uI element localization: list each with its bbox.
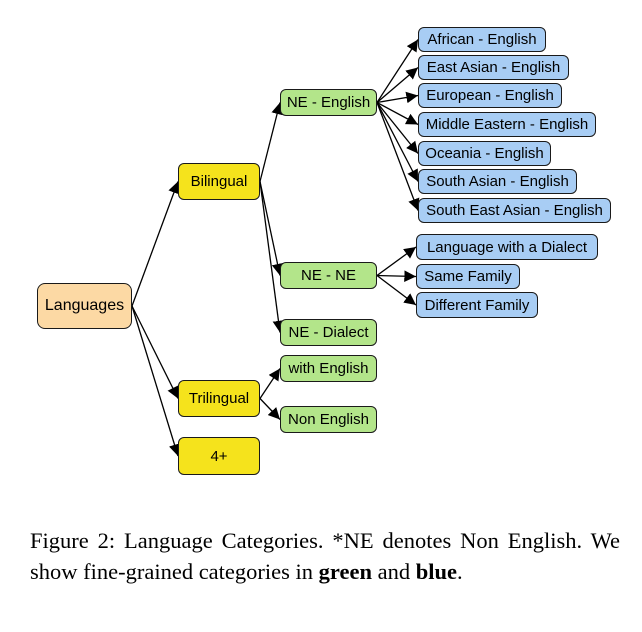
node-european-english: European - English: [418, 83, 562, 108]
caption-text: Figure 2: Language Categories. *NE denot…: [30, 527, 620, 584]
node-languages: Languages: [37, 283, 132, 329]
edge-arrow: [376, 102, 419, 154]
figure-caption: Figure 2: Language Categories. *NE denot…: [30, 525, 620, 587]
node-label: NE - Dialect: [288, 324, 369, 341]
node-label: Languages: [44, 297, 125, 314]
caption-text-and: and: [371, 558, 416, 584]
node-trilingual: Trilingual: [178, 380, 260, 417]
node-non-english: Non English: [280, 406, 377, 433]
node-label: European - English: [426, 87, 554, 104]
node-ne-ne: NE - NE: [280, 262, 377, 289]
node-label: 4+: [210, 447, 228, 465]
edge-arrow: [376, 246, 417, 277]
node-label: Language with a Dialect: [426, 238, 588, 256]
edge-arrow: [259, 181, 284, 276]
node-different-family: Different Family: [416, 292, 538, 318]
node-african-english: African - English: [418, 27, 546, 52]
caption-green-word: green: [318, 558, 372, 584]
node-ne-dialect: NE - Dialect: [280, 319, 377, 346]
node-label: Same Family: [424, 268, 512, 285]
node-label: NE - English: [286, 94, 371, 111]
node-label: Oceania - English: [425, 145, 544, 162]
edge-arrow: [376, 274, 417, 306]
edge-group: [131, 39, 420, 457]
edge-arrow: [376, 91, 419, 104]
edge-arrow: [376, 101, 419, 126]
diagram-edges: [131, 39, 420, 457]
edge-arrow: [131, 181, 180, 307]
edge-arrow: [376, 39, 419, 103]
node-label: NE - NE: [300, 267, 356, 284]
node-label: Middle Eastern - English: [425, 116, 589, 133]
node-east-asian-english: East Asian - English: [418, 55, 569, 80]
caption-blue-word: blue: [415, 558, 457, 584]
edge-arrow: [376, 270, 417, 283]
node-label: Trilingual: [188, 390, 250, 407]
node-label: African - English: [427, 31, 537, 48]
edge-arrow: [259, 181, 285, 333]
edge-arrow: [259, 102, 283, 182]
caption-period: .: [457, 558, 463, 584]
node-label: South East Asian - English: [426, 202, 603, 219]
node-label: Bilingual: [190, 173, 248, 190]
edge-arrow: [131, 305, 181, 457]
node-middle-eastern-english: Middle Eastern - English: [418, 112, 596, 137]
edge-arrow: [376, 102, 419, 182]
node-label: Non English: [288, 411, 369, 428]
node-label: East Asian - English: [426, 59, 561, 76]
node-label: Different Family: [424, 296, 530, 314]
node-oceania-english: Oceania - English: [418, 141, 551, 166]
edge-arrow: [376, 67, 419, 103]
node-four-plus: 4+: [178, 437, 260, 475]
node-south-east-asian-english: South East Asian - English: [418, 198, 611, 223]
edge-arrow: [259, 368, 281, 399]
node-south-asian-english: South Asian - English: [418, 169, 577, 194]
node-language-with-dialect: Language with a Dialect: [416, 234, 598, 260]
node-with-english: with English: [280, 355, 377, 382]
language-category-diagram: Languages Bilingual Trilingual 4+ NE - E…: [37, 27, 611, 475]
edge-arrow: [131, 305, 179, 399]
node-bilingual: Bilingual: [178, 163, 260, 200]
node-same-family: Same Family: [416, 264, 520, 289]
edge-arrow: [259, 398, 281, 420]
node-label: South Asian - English: [426, 173, 569, 190]
edge-arrow: [376, 102, 420, 211]
node-ne-english: NE - English: [280, 89, 377, 116]
node-label: with English: [288, 360, 369, 377]
